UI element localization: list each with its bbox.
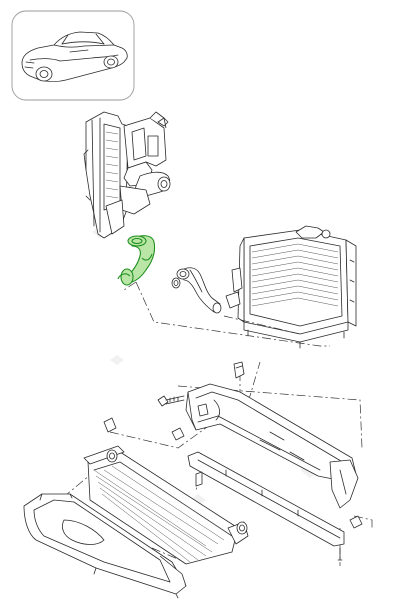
clip-right[interactable]	[349, 515, 363, 529]
auxiliary-radiator[interactable]	[225, 225, 357, 349]
clip-top[interactable]	[233, 361, 245, 379]
radiator-fan-assembly[interactable]	[83, 111, 171, 239]
coolant-hose[interactable]	[117, 235, 156, 286]
air-guide[interactable]	[23, 493, 187, 599]
carrier-bracket[interactable]	[185, 383, 359, 509]
clip-center[interactable]	[171, 427, 185, 441]
bolt[interactable]	[157, 395, 185, 407]
intercooler-hose[interactable]	[176, 267, 222, 314]
car-icon	[21, 31, 128, 82]
clip-left[interactable]	[103, 417, 117, 433]
hose-clamp[interactable]	[171, 277, 181, 289]
lower-rail[interactable]	[187, 451, 345, 561]
intercooler[interactable]	[83, 445, 249, 565]
